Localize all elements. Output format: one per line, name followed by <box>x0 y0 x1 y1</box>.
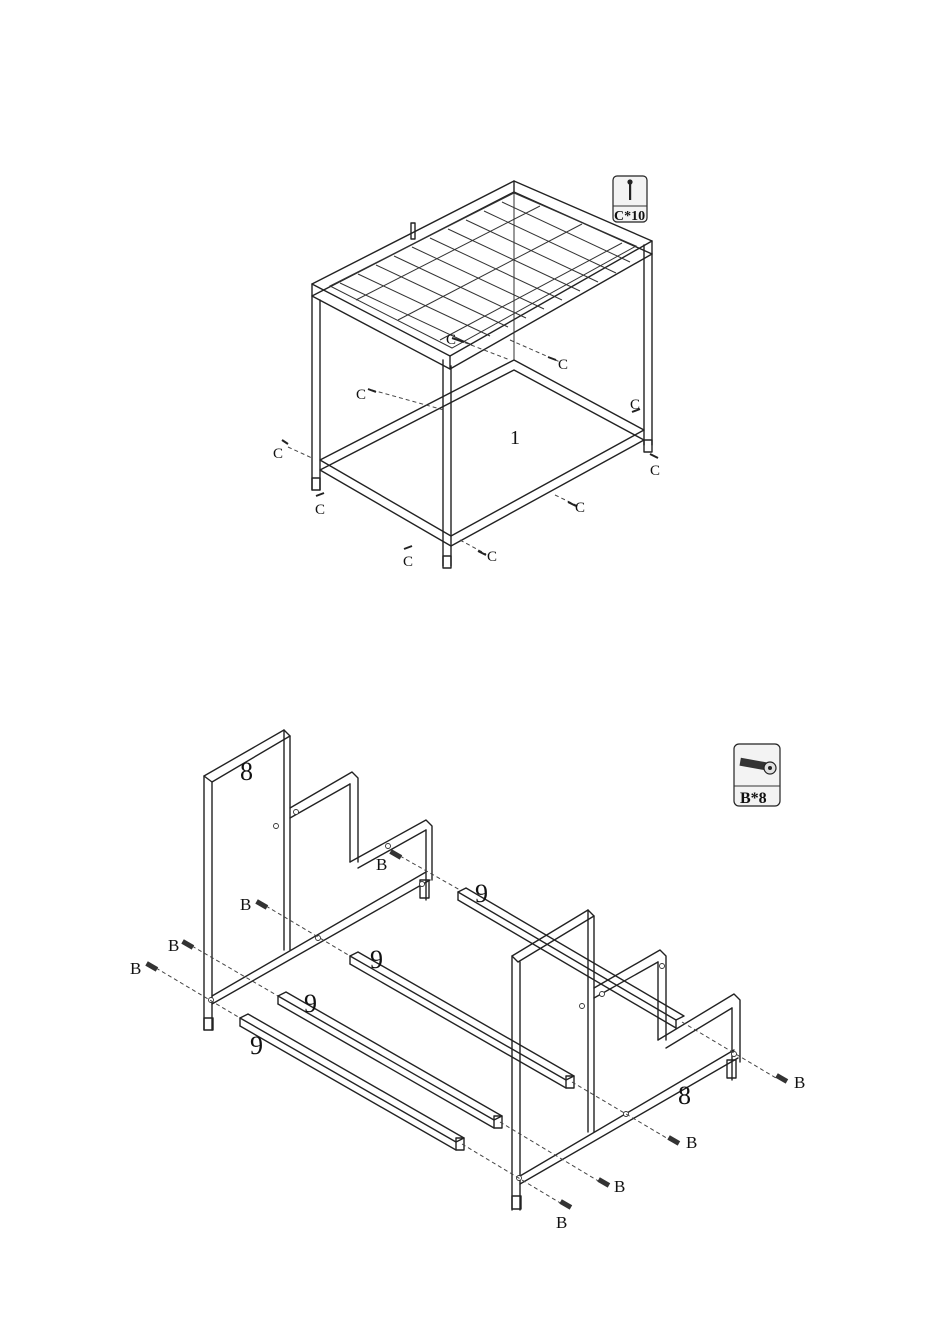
screws-c: C C C C C C C C C C <box>273 332 660 570</box>
screw-label-c: C <box>487 549 497 565</box>
badge-b-label: B*8 <box>740 790 767 807</box>
screw-label-c: C <box>650 463 660 479</box>
bolt-label-b: B <box>686 1133 697 1152</box>
bolt-icon <box>667 1135 680 1145</box>
top-tray-frame <box>312 181 652 369</box>
step2-diagram: 8 8 <box>130 730 805 1232</box>
screw-label-c: C <box>403 554 413 570</box>
left-side-frame <box>204 730 432 1030</box>
screw-label-c: C <box>558 357 568 373</box>
bolt-label-b: B <box>556 1213 567 1232</box>
bottom-frame <box>320 360 644 546</box>
bolt-label-b: B <box>130 959 141 978</box>
bolt-label-b: B <box>614 1177 625 1196</box>
screw-label-c: C <box>575 500 585 516</box>
bolts-b: B B B B B B B B <box>130 849 805 1232</box>
screw-label-c: C <box>630 397 640 413</box>
screw-label-c: C <box>315 502 325 518</box>
bolt-icon <box>389 849 402 859</box>
screw-c-badge: C*10 <box>613 176 647 224</box>
screw-label-c: C <box>356 387 366 403</box>
part-number-8: 8 <box>678 1081 691 1110</box>
part-number-8: 8 <box>240 757 253 786</box>
step1-diagram: C C C C C C C C C C 1 <box>273 176 660 570</box>
badge-c-label: C*10 <box>614 209 645 224</box>
part-number-1: 1 <box>510 427 520 449</box>
part-number-9: 9 <box>475 879 488 908</box>
bolt-label-b: B <box>240 895 251 914</box>
part-number-9: 9 <box>370 945 383 974</box>
bolt-icon <box>559 1199 572 1209</box>
screw-label-c: C <box>446 332 456 348</box>
bolt-label-b: B <box>168 936 179 955</box>
part-number-9: 9 <box>304 989 317 1018</box>
bolt-icon <box>775 1073 788 1083</box>
bolt-icon <box>255 899 268 909</box>
bars <box>240 888 684 1150</box>
bolt-icon <box>145 961 158 971</box>
bolt-label-b: B <box>376 855 387 874</box>
screw-label-c: C <box>273 446 283 462</box>
part-number-9: 9 <box>250 1031 263 1060</box>
bolt-label-b: B <box>794 1073 805 1092</box>
bolt-icon <box>597 1177 610 1187</box>
bolt-b-badge: B*8 <box>734 744 780 807</box>
bolt-icon <box>181 939 194 949</box>
